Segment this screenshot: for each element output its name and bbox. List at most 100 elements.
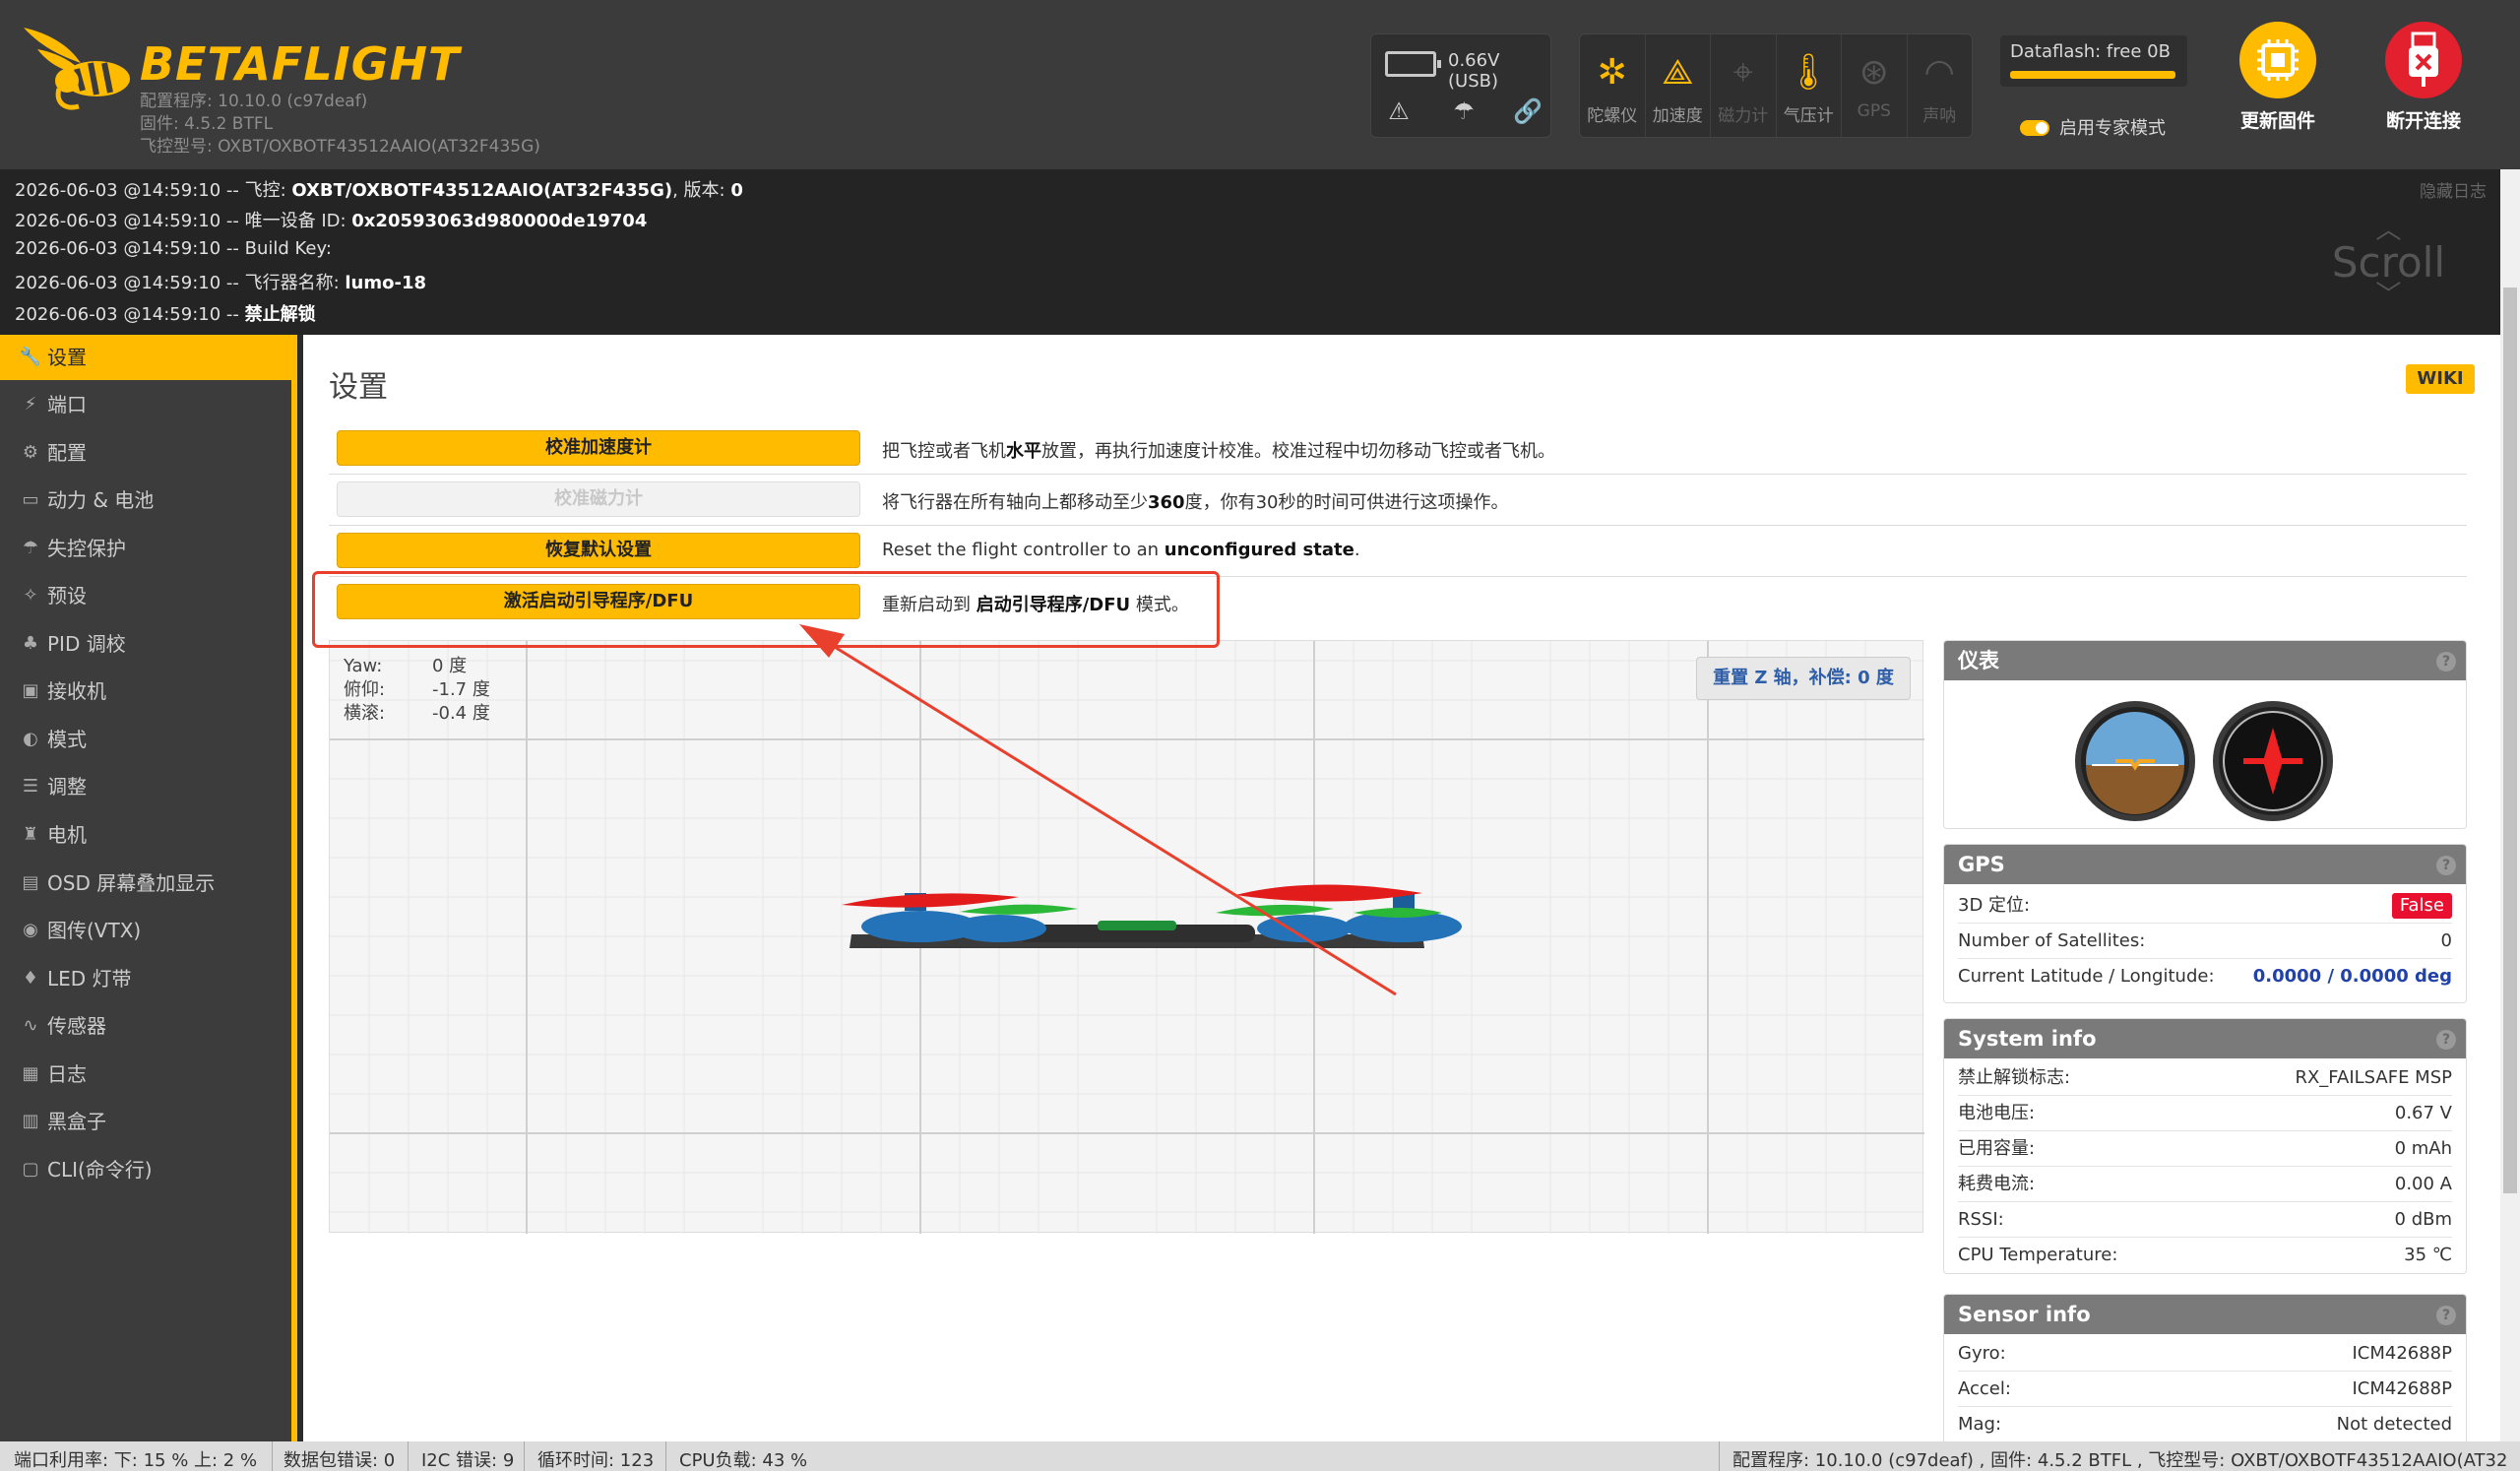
parachute-icon: ☂ (22, 538, 39, 558)
gps-fix-badge: False (2391, 893, 2452, 919)
reset-settings-button[interactable]: 恢复默认设置 (337, 533, 860, 568)
disconnect-button[interactable]: 断开连接 (2364, 22, 2483, 133)
dataflash-label: Dataflash: free 0B (2010, 41, 2171, 62)
sidebar-item-logging[interactable]: ▦日志 (0, 1052, 291, 1097)
page-title: 设置 (329, 370, 388, 405)
log-line: 2026-06-03 @14:59:10 -- Build Key: (15, 238, 332, 259)
sonar-icon: ◠声呐 (1922, 52, 1957, 126)
brand-name: BETAFLIGHT (140, 37, 461, 91)
battery-icon: ▭ (22, 489, 39, 510)
i2c-errors: I2C 错误: 9 (421, 1450, 515, 1471)
gyro-row: Gyro:ICM42688P (1958, 1336, 2452, 1372)
sidebar-item-led-strip[interactable]: ♦LED 灯带 (0, 956, 291, 1001)
osd-icon: ▤ (22, 872, 39, 893)
status-bar: 端口利用率: 下: 15 % 上: 2 % 数据包错误: 0 I2C 错误: 9… (0, 1441, 2520, 1471)
help-icon[interactable]: ? (2436, 856, 2456, 875)
gps-panel: GPS? 3D 定位:False Number of Satellites:0 … (1943, 844, 2467, 1003)
port-utilization: 端口利用率: 下: 15 % 上: 2 % (14, 1450, 258, 1471)
sidebar-item-modes[interactable]: ◐模式 (0, 717, 291, 762)
help-icon[interactable]: ? (2436, 652, 2456, 672)
terminal-icon: ▢ (22, 1159, 39, 1180)
sidebar-item-vtx[interactable]: ◉图传(VTX) (0, 908, 291, 953)
warning-icon: ⚠ (1388, 97, 1410, 125)
calibrate-mag-button[interactable]: 校准磁力计 (337, 481, 860, 517)
capacity-row: 已用容量:0 mAh (1958, 1131, 2452, 1167)
sidebar-item-pid[interactable]: ♣PID 调校 (0, 621, 291, 667)
sidebar-item-adjustments[interactable]: ☰调整 (0, 764, 291, 809)
failsafe-icon: ☂ (1453, 97, 1475, 125)
antenna-icon: ◉ (23, 920, 38, 940)
sidebar-item-motors[interactable]: ♜电机 (0, 812, 291, 858)
help-icon[interactable]: ? (2436, 1030, 2456, 1050)
row-description: 把飞控或者飞机水平放置，再执行加速度计校准。校准过程中切勿移动飞控或者飞机。 (882, 441, 1555, 462)
reset-z-axis-button[interactable]: 重置 Z 轴，补偿: 0 度 (1696, 657, 1911, 700)
sensor-info-panel: Sensor info? Gyro:ICM42688P Accel:ICM426… (1943, 1294, 2467, 1441)
sidebar-item-receiver[interactable]: ▣接收机 (0, 669, 291, 714)
satellites-row: Number of Satellites:0 (1958, 924, 2452, 959)
cpu-temp-row: CPU Temperature:35 ℃ (1958, 1245, 2452, 1265)
wiki-button[interactable]: WIKI (2406, 364, 2475, 394)
update-firmware-button[interactable]: 更新固件 (2219, 22, 2337, 133)
pulse-icon: ∿ (23, 1015, 38, 1036)
model-viewer[interactable]: Yaw:0 度 俯仰:-1.7 度 横滚:-0.4 度 重置 Z 轴，补偿: 0… (329, 640, 1924, 1234)
configurator-version: 配置程序: 10.10.0 (c97deaf) (140, 92, 368, 111)
sidebar: 🔧设置 ⚡端口 ⚙配置 ▭动力 & 电池 ☂失控保护 ✧预设 ♣PID 调校 ▣… (0, 335, 297, 1441)
led-icon: ♦ (22, 968, 39, 989)
system-info-panel: System info? 禁止解锁标志:RX_FAILSAFE MSP 电池电压… (1943, 1018, 2467, 1274)
chevron-up-icon: ︿ (2375, 216, 2402, 245)
dataflash-status: Dataflash: free 0B (2000, 35, 2187, 87)
setup-row: 校准磁力计 将飞行器在所有轴向上都移动至少360度，你有30秒的时间可供进行这项… (329, 475, 2467, 526)
battery-icon (1385, 51, 1441, 77)
sidebar-item-power[interactable]: ▭动力 & 电池 (0, 478, 291, 523)
gps-icon: ⊛GPS (1842, 34, 1908, 137)
grid-background (330, 641, 1924, 1234)
chip-icon (2239, 22, 2316, 98)
mag-icon: ⌖磁力计 (1711, 34, 1777, 137)
scrollbar-thumb[interactable] (2503, 288, 2517, 1193)
instrument-gauges (2075, 701, 2333, 821)
panel-title: 仪表 (1958, 649, 1999, 672)
baro-icon: 🌡气压计 (1777, 34, 1842, 137)
sidebar-item-cli[interactable]: ▢CLI(命令行) (0, 1147, 291, 1192)
log-line: 2026-06-03 @14:59:10 -- 唯一设备 ID: 0x20593… (15, 211, 648, 231)
sidebar-item-sensors[interactable]: ∿传感器 (0, 1003, 291, 1049)
toggle-switch[interactable] (2020, 120, 2049, 136)
expert-mode-toggle[interactable]: 启用专家模式 (2020, 114, 2166, 140)
battery-voltage-row: 电池电压:0.67 V (1958, 1096, 2452, 1131)
help-icon[interactable]: ? (2436, 1306, 2456, 1325)
expert-mode-label: 启用专家模式 (2059, 118, 2166, 139)
receiver-icon: ▣ (22, 680, 39, 701)
accel-row: Accel:ICM42688P (1958, 1372, 2452, 1407)
vertical-scrollbar[interactable] (2500, 169, 2520, 1441)
sidebar-item-presets[interactable]: ✧预设 (0, 573, 291, 618)
scroll-label: Scroll (2331, 238, 2445, 287)
current-row: 耗费电流:0.00 A (1958, 1167, 2452, 1202)
hide-log-button[interactable]: 隐藏日志 (2420, 182, 2487, 202)
sidebar-item-configuration[interactable]: ⚙配置 (0, 430, 291, 476)
target-name: 飞控型号: OXBT/OXBOTF43512AAIO(AT32F435G) (140, 137, 540, 157)
attitude-readout: Yaw:0 度 俯仰:-1.7 度 横滚:-0.4 度 (344, 656, 490, 724)
panel-title: GPS (1958, 853, 2005, 876)
gyro-icon: ✲陀螺仪 (1580, 34, 1646, 137)
link-icon: 🔗 (1513, 97, 1543, 125)
firmware-version: 固件: 4.5.2 BTFL (140, 114, 274, 134)
gear-icon: ⚙ (22, 442, 39, 463)
motor-icon: ♜ (22, 824, 39, 845)
sidebar-item-osd[interactable]: ▤OSD 屏幕叠加显示 (0, 861, 291, 906)
log-line: 2026-06-03 @14:59:10 -- 飞控: OXBT/OXBOTF4… (15, 180, 743, 201)
sidebar-item-setup[interactable]: 🔧设置 (0, 335, 291, 380)
accel-icon: ⟁加速度 (1646, 34, 1711, 137)
row-description: Reset the flight controller to an unconf… (882, 540, 1360, 560)
setup-row: 恢复默认设置 Reset the flight controller to an… (329, 526, 2467, 577)
scroll-control[interactable]: ︿ Scroll ﹀ (2331, 216, 2445, 308)
bee-logo-icon (24, 28, 130, 110)
sidebar-item-blackbox[interactable]: ▥黑盒子 (0, 1099, 291, 1144)
log-icon: ▦ (22, 1063, 39, 1084)
row-description: 将飞行器在所有轴向上都移动至少360度，你有30秒的时间可供进行这项操作。 (882, 492, 1509, 513)
sidebar-item-failsafe[interactable]: ☂失控保护 (0, 526, 291, 571)
sidebar-item-ports[interactable]: ⚡端口 (0, 382, 291, 427)
activate-dfu-button[interactable]: 激活启动引导程序/DFU (337, 584, 860, 619)
arming-flags-row: 禁止解锁标志:RX_FAILSAFE MSP (1958, 1060, 2452, 1096)
calibrate-accel-button[interactable]: 校准加速度计 (337, 430, 860, 466)
cycle-time: 循环时间: 123 (537, 1450, 655, 1471)
